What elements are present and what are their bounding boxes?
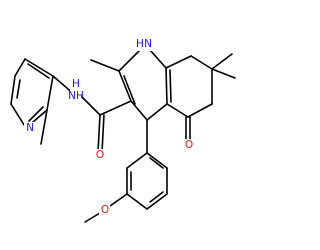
bond bbox=[126, 193, 148, 210]
bond bbox=[10, 103, 27, 129]
bond bbox=[211, 68, 236, 79]
bond bbox=[99, 100, 132, 116]
methoxy-oxygen-label: O bbox=[101, 204, 109, 216]
bond bbox=[28, 106, 44, 122]
bond-layer bbox=[10, 49, 236, 223]
bond bbox=[123, 75, 136, 105]
bond bbox=[169, 69, 172, 103]
quinoline-h-label: H bbox=[136, 38, 144, 50]
bond bbox=[211, 53, 233, 70]
bond bbox=[165, 67, 168, 105]
bond bbox=[27, 63, 50, 79]
bond bbox=[126, 152, 148, 169]
atom-label-layer: NH H N O O H N O bbox=[24, 38, 194, 216]
bond bbox=[84, 212, 101, 223]
bond bbox=[109, 193, 128, 207]
bond bbox=[118, 49, 141, 72]
bond bbox=[146, 152, 168, 169]
bond bbox=[90, 59, 120, 72]
bond bbox=[149, 157, 164, 169]
bond bbox=[40, 109, 48, 145]
quinoline-n-label: N bbox=[144, 38, 152, 50]
bond bbox=[10, 75, 16, 105]
bond bbox=[146, 193, 168, 210]
bond bbox=[14, 58, 26, 77]
bond bbox=[97, 114, 101, 153]
bond bbox=[187, 103, 213, 118]
amide-oxygen-label: O bbox=[96, 149, 104, 161]
bond bbox=[24, 58, 54, 77]
bond bbox=[46, 75, 54, 111]
bond bbox=[149, 49, 167, 69]
bond bbox=[190, 55, 213, 70]
amide-nh-label: NH bbox=[68, 90, 84, 102]
pyridine-n-label: N bbox=[26, 122, 34, 134]
bond bbox=[146, 103, 168, 121]
bond bbox=[79, 94, 101, 116]
chemical-structure-diagram: NH H N O O H N O bbox=[10, 38, 236, 223]
bond bbox=[16, 79, 21, 99]
bond bbox=[166, 103, 189, 118]
bond bbox=[165, 55, 192, 69]
ketone-oxygen-label: O bbox=[185, 139, 193, 151]
bond bbox=[101, 114, 105, 153]
bond bbox=[149, 191, 164, 203]
bond bbox=[130, 100, 148, 121]
bond bbox=[118, 70, 132, 102]
amide-nh-h-label: H bbox=[72, 78, 80, 90]
